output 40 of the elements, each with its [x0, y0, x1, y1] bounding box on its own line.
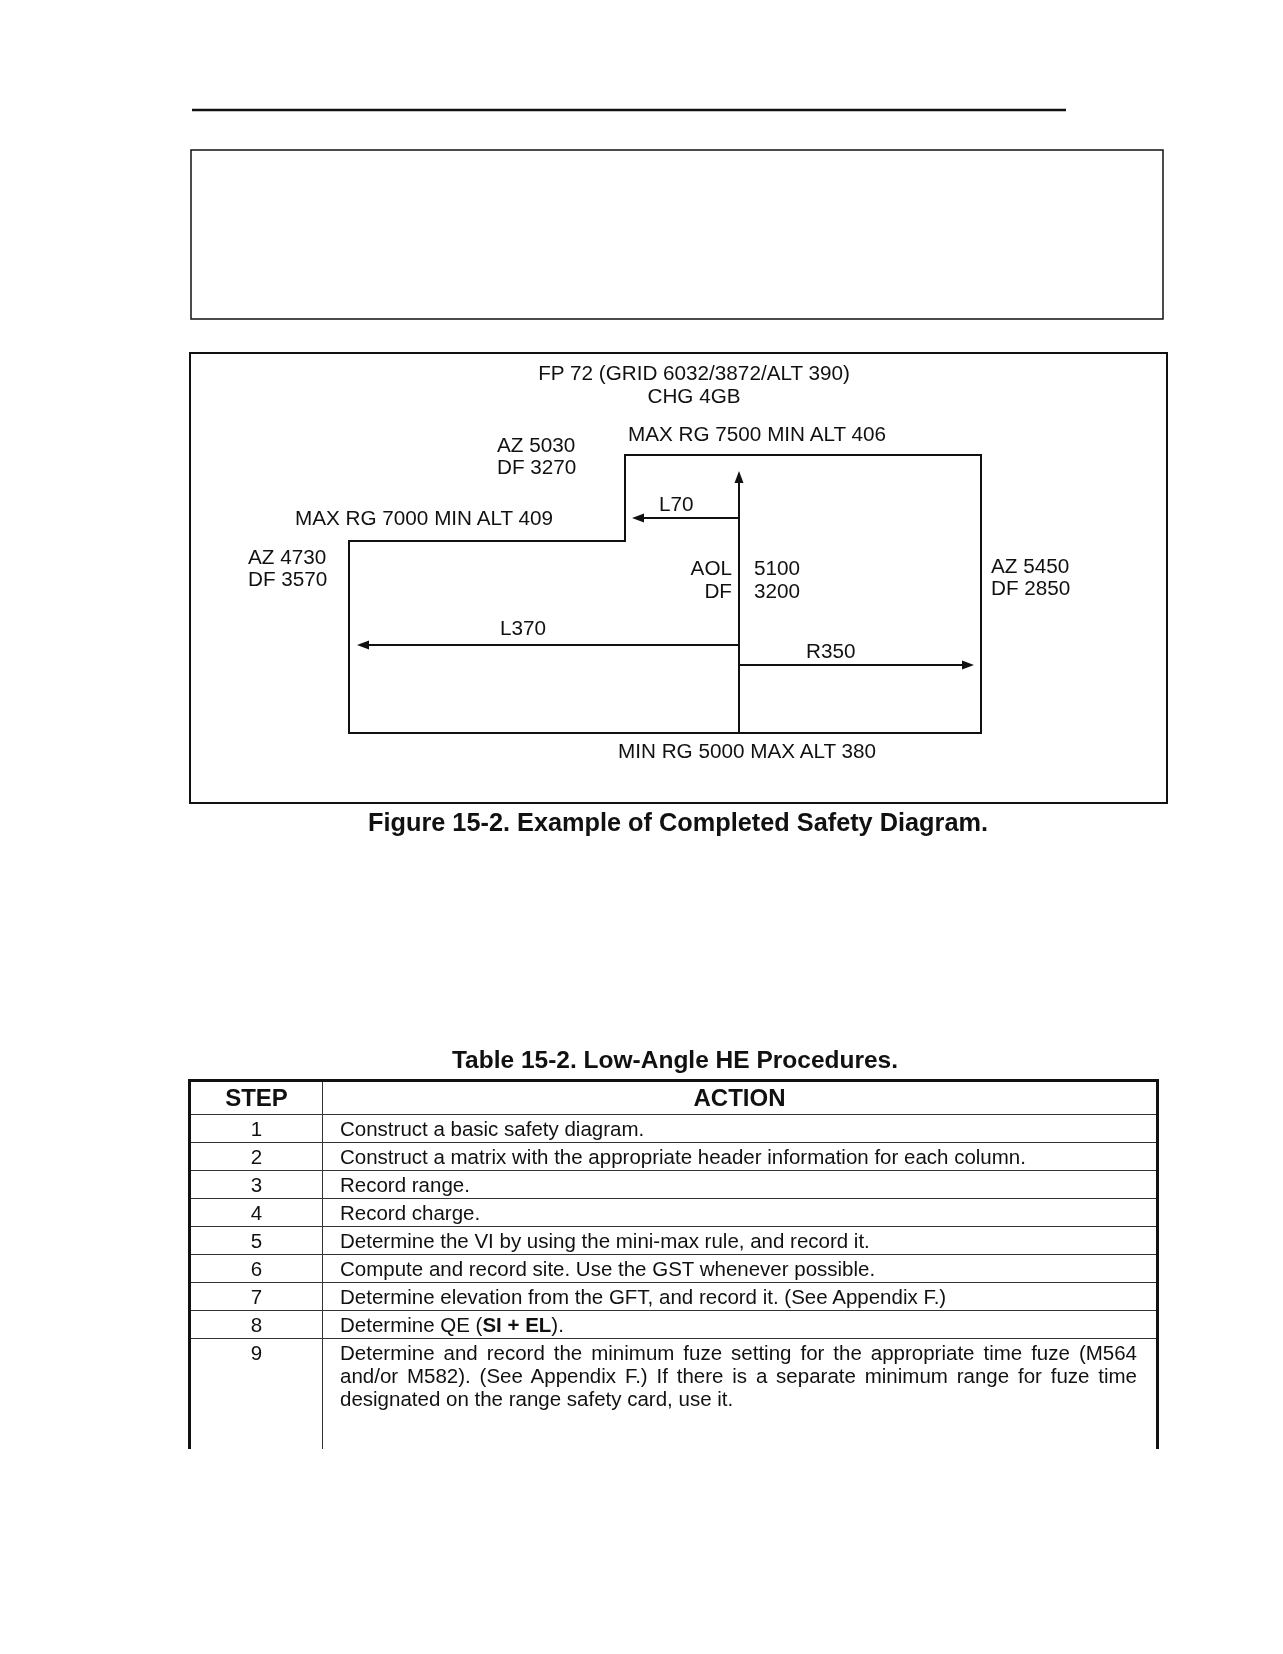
- step-number: 1: [250, 1117, 263, 1140]
- action-text: Determine QE (SI + EL).: [340, 1313, 564, 1336]
- range-altitude-label: MIN RG 5000 MAX ALT 380: [618, 740, 876, 762]
- deflection-label: DF 3570: [248, 568, 328, 590]
- deflection-value: 3200: [754, 580, 801, 602]
- azimuth-label: AZ 5450: [991, 555, 1070, 577]
- fire-point-label: FP 72 (GRID 6032/3872/ALT 390): [538, 362, 850, 384]
- range-altitude-label: MAX RG 7500 MIN ALT 406: [628, 423, 886, 445]
- azimuth-label: AZ 4730: [248, 546, 327, 568]
- range-altitude-label: MAX RG 7000 MIN ALT 409: [295, 507, 553, 529]
- step-number: 8: [250, 1313, 263, 1336]
- action-text: Determine elevation from the GFT, and record it. (See Appendix F.): [340, 1285, 947, 1308]
- shift-label: R350: [806, 640, 856, 662]
- step-number: 7: [250, 1285, 263, 1308]
- step-number: 2: [250, 1145, 263, 1168]
- figure-caption: Figure 15-2. Example of Completed Safety Diagram.: [368, 808, 988, 836]
- shift-label: L370: [500, 617, 547, 639]
- step-number: 6: [250, 1257, 263, 1280]
- step-number: 3: [250, 1173, 263, 1196]
- deflection-label: DF 3270: [497, 456, 577, 478]
- column-header: STEP: [225, 1084, 288, 1111]
- aol-label: AOL: [690, 557, 732, 579]
- action-text: Record charge.: [340, 1201, 481, 1224]
- column-header: ACTION: [693, 1084, 786, 1111]
- action-text: Determine the VI by using the mini-max rule, and record it.: [340, 1229, 870, 1252]
- action-text: Construct a matrix with the appropriate header information for each column.: [340, 1145, 1026, 1168]
- azimuth-label: AZ 5030: [497, 434, 576, 456]
- deflection-label: DF: [704, 580, 732, 602]
- table-title: Table 15-2. Low-Angle HE Procedures.: [451, 1046, 899, 1074]
- charge-label: CHG 4GB: [647, 385, 741, 407]
- deflection-label: DF 2850: [991, 577, 1071, 599]
- step-number: 5: [250, 1229, 263, 1252]
- action-text: Record range.: [340, 1173, 470, 1196]
- step-number: 9: [250, 1341, 263, 1364]
- aol-value: 5100: [754, 557, 801, 579]
- action-text: Construct a basic safety diagram.: [340, 1117, 645, 1140]
- action-text: Compute and record site. Use the GST whenever possible.: [340, 1257, 876, 1280]
- action-text: Determine and record the minimum fuze setting for the appropriate time fuze (M564 and/or M582). (See Appendix F.) If there is a separate minimum range for fuze time designated on the range safety card, use it.: [340, 1341, 1137, 1410]
- step-number: 4: [250, 1201, 263, 1224]
- shift-label: L70: [659, 493, 694, 515]
